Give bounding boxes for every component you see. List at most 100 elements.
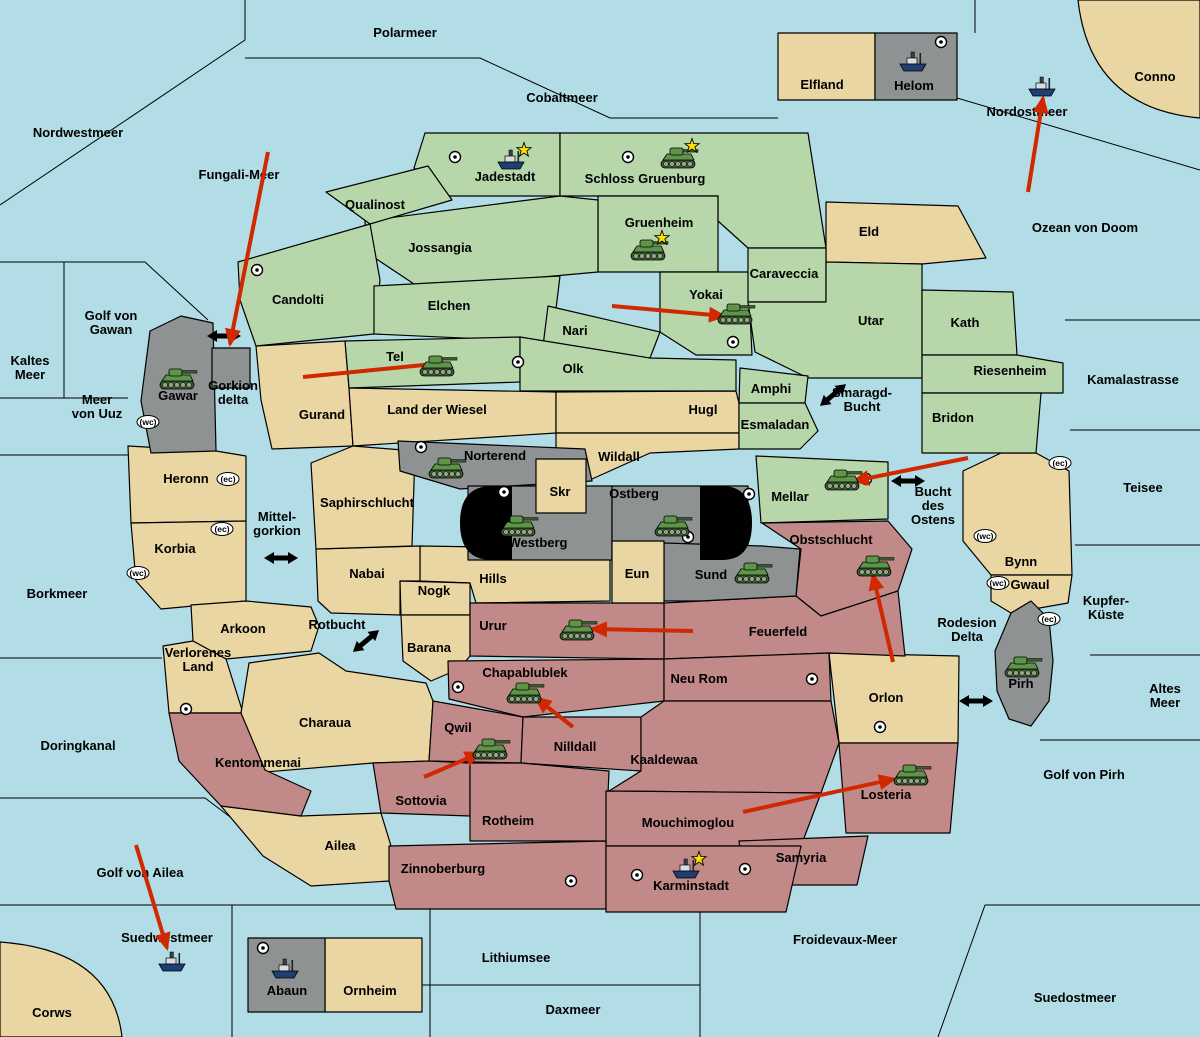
ship-unit-icon[interactable] <box>158 951 186 972</box>
territory-conno[interactable] <box>1077 0 1200 119</box>
city-marker <box>511 355 525 369</box>
tank-unit-icon[interactable] <box>734 562 773 584</box>
territory-gorkion-delta-island[interactable] <box>211 347 251 389</box>
territory-label-tel: Tel <box>386 349 404 364</box>
territory-gwaul[interactable] <box>990 574 1073 614</box>
territory-rotheim[interactable] <box>469 762 610 842</box>
movement-arrow <box>423 751 483 779</box>
sea-label-kamalastrasse: Kamalastrasse <box>1087 372 1179 387</box>
territory-label-kaaldewaa: Kaaldewaa <box>630 752 698 767</box>
sea-label-golf-von-pirh: Golf von Pirh <box>1043 767 1125 782</box>
territory-losteria[interactable] <box>838 742 959 834</box>
territory-label-bynn: Bynn <box>1005 554 1038 569</box>
tank-unit-icon[interactable] <box>630 239 669 261</box>
tank-unit-icon[interactable] <box>717 303 756 325</box>
city-marker <box>250 263 264 277</box>
territory-zinnoberburg[interactable] <box>388 840 607 910</box>
tank-unit-icon[interactable] <box>559 619 598 641</box>
city-marker <box>256 941 270 955</box>
ship-unit-icon[interactable] <box>1028 76 1056 97</box>
ship-unit-icon[interactable] <box>672 858 700 879</box>
city-marker <box>738 862 752 876</box>
territory-esmaladan[interactable] <box>738 402 819 450</box>
territory-label-westberg: Westberg <box>509 535 568 550</box>
territory-eun[interactable] <box>611 540 665 604</box>
territory-label-wildall: Wildall <box>598 449 640 464</box>
territory-label-saphirschlucht: Saphirschlucht <box>320 495 415 510</box>
tank-unit-icon[interactable] <box>428 457 467 479</box>
territory-chapablublek[interactable] <box>447 658 665 718</box>
capital-star-icon <box>653 229 671 246</box>
territory-label-land-der-wiesel: Land der Wiesel <box>387 402 487 417</box>
territory-karminstadt[interactable] <box>605 845 802 913</box>
strait-crossing-icon <box>819 384 847 406</box>
sea-label-polarmeer: Polarmeer <box>373 25 437 40</box>
territory-label-ostberg: Ostberg <box>609 486 659 501</box>
territory-ornheim[interactable] <box>324 937 423 1013</box>
movement-arrow <box>589 621 694 638</box>
territory-label-bridon: Bridon <box>932 410 974 425</box>
sea-border-line <box>937 904 986 1037</box>
tank-unit-icon[interactable] <box>419 355 458 377</box>
tank-unit-icon[interactable] <box>472 738 511 760</box>
strait-crossing-icon <box>264 552 298 564</box>
city-marker <box>621 150 635 164</box>
territory-kaaldewaa[interactable] <box>608 700 840 794</box>
tank-unit-icon[interactable] <box>893 764 932 786</box>
territory-qualinost[interactable] <box>325 165 453 225</box>
coast-marker-wc <box>126 566 150 580</box>
territory-label-zinnoberburg: Zinnoberburg <box>401 861 486 876</box>
territory-label-ailea: Ailea <box>324 838 356 853</box>
sea-border-line <box>956 97 1200 171</box>
city-marker <box>414 440 428 454</box>
movement-arrow <box>868 572 895 663</box>
coast-marker-label: (ec) <box>1041 614 1056 624</box>
tank-unit-icon[interactable] <box>824 469 863 491</box>
coast-marker-label: (ec) <box>1052 458 1067 468</box>
coast-marker-ec <box>210 522 234 536</box>
tank-unit-icon[interactable] <box>506 682 545 704</box>
ship-unit-icon[interactable] <box>271 958 299 979</box>
tank-unit-icon[interactable] <box>500 515 539 537</box>
territory-label-skr: Skr <box>550 484 571 499</box>
sea-label-rotbucht: Rotbucht <box>308 617 366 632</box>
city-marker <box>448 150 462 164</box>
tank-unit-icon[interactable] <box>1004 656 1043 678</box>
territory-label-mouchimoglou: Mouchimoglou <box>642 815 734 830</box>
territory-riesenheim[interactable] <box>921 354 1064 394</box>
movement-arrow <box>225 151 270 347</box>
tank-unit-icon[interactable] <box>660 147 699 169</box>
territory-label-candolti: Candolti <box>272 292 324 307</box>
coast-marker-label: (ec) <box>214 524 229 534</box>
tank-unit-icon[interactable] <box>856 555 895 577</box>
territory-kentommenai[interactable] <box>168 712 312 817</box>
territory-label-kath: Kath <box>951 315 980 330</box>
sea-border-line <box>0 0 246 206</box>
ship-unit-icon[interactable] <box>899 51 927 72</box>
ship-unit-icon[interactable] <box>497 149 525 170</box>
territory-saphirschlucht[interactable] <box>310 445 416 550</box>
territory-utar[interactable] <box>747 261 923 379</box>
territory-verlorenes-land[interactable] <box>162 640 244 714</box>
territory-label-eld: Eld <box>859 224 879 239</box>
tank-unit-icon[interactable] <box>159 368 198 390</box>
city-marker <box>934 35 948 49</box>
territory-gurand[interactable] <box>255 340 354 450</box>
territory-bridon[interactable] <box>921 392 1042 454</box>
territory-label-hills: Hills <box>479 571 506 586</box>
sea-label-suedostmeer: Suedostmeer <box>1034 990 1116 1005</box>
territory-gruenheim[interactable] <box>597 195 719 273</box>
tank-unit-icon[interactable] <box>654 515 693 537</box>
territory-label-nari: Nari <box>562 323 587 338</box>
coast-marker-ec <box>1037 612 1061 626</box>
territory-olk[interactable] <box>519 336 737 392</box>
territory-skr[interactable] <box>535 458 587 514</box>
city-marker <box>179 702 193 716</box>
sea-label-doringkanal: Doringkanal <box>40 738 115 753</box>
capital-star-icon <box>690 850 708 867</box>
sea-label-froidevaux-meer: Froidevaux-Meer <box>793 932 897 947</box>
sea-label-teisee: Teisee <box>1123 480 1163 495</box>
